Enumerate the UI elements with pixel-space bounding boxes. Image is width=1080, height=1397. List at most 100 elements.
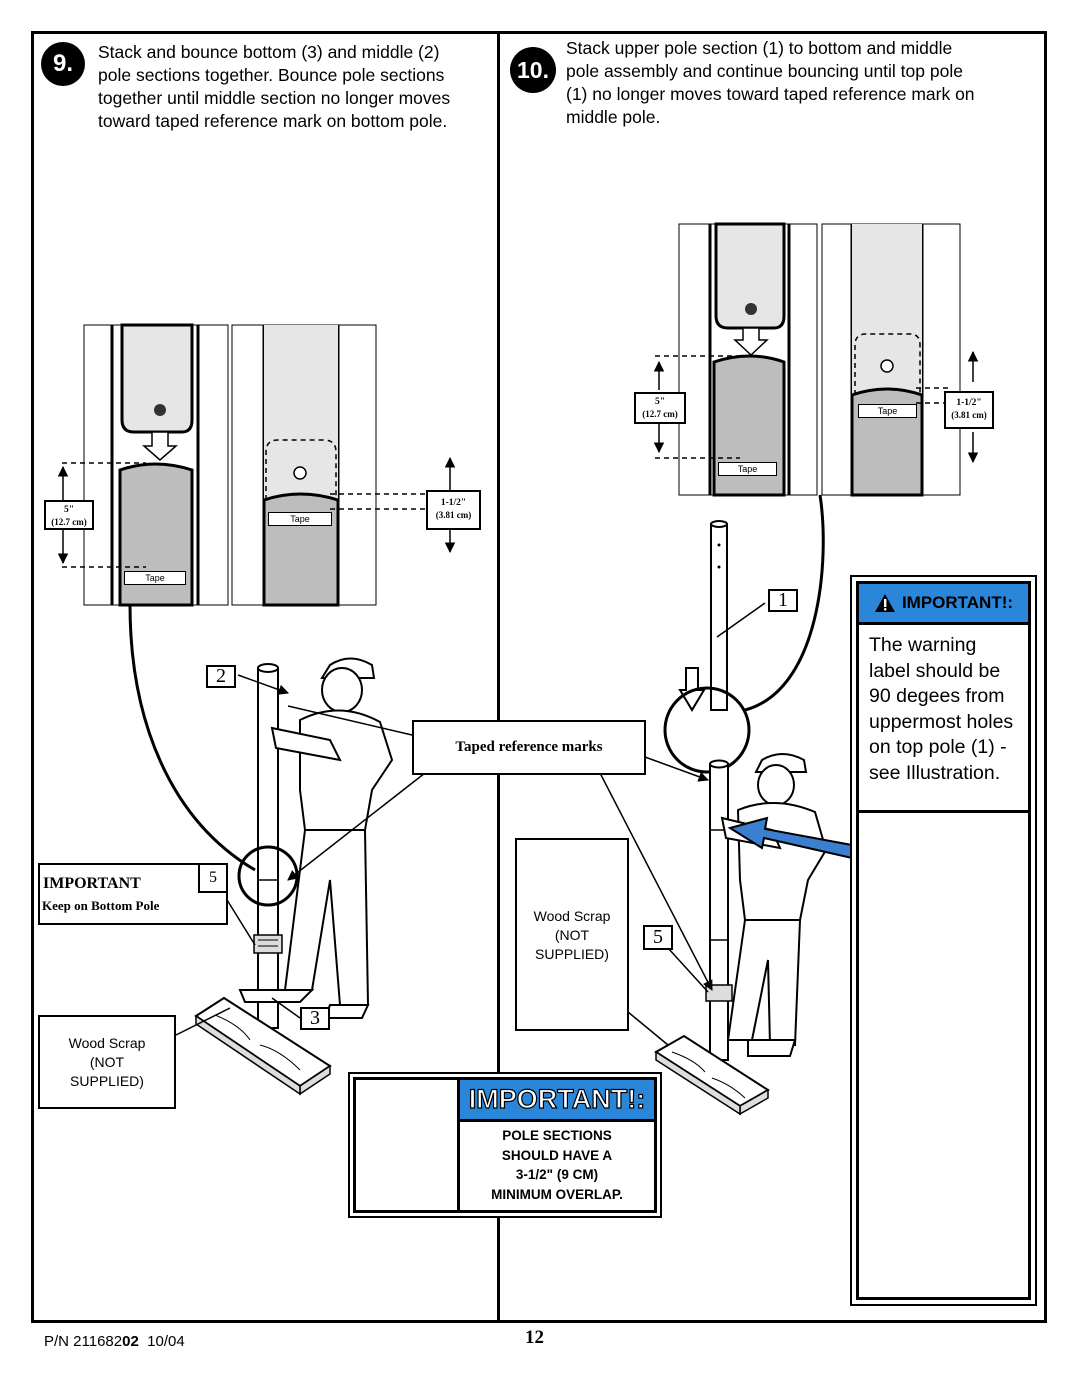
callout-3-label: 3 — [310, 1007, 320, 1029]
step-10-measure-overlap: 1-1/2" (3.81 cm) — [944, 391, 994, 429]
step-10-top-pole — [678, 520, 728, 712]
step-10-line: Stack upper pole section (1) to bottom a… — [566, 38, 953, 58]
step-10-measure-5in: 5" (12.7 cm) — [634, 392, 686, 424]
part-number-prefix: P/N 211682 — [44, 1333, 123, 1350]
step-9-line: together until middle section no longer … — [98, 88, 451, 108]
warning-panel-text: The warning label should be 90 degees fr… — [869, 633, 1013, 786]
blue-pointer-arrow — [727, 816, 853, 860]
step-10-detail-right — [821, 223, 979, 497]
warning-panel: IMPORTANT!: The warning label should be … — [850, 575, 1037, 1306]
warning-line: uppermost holes — [869, 710, 1014, 733]
measure-inches: 5" — [63, 505, 75, 515]
measure-inches: 5" — [654, 397, 666, 407]
warning-line: label should be — [869, 659, 1001, 682]
step-10-number: 10. — [517, 56, 549, 83]
taped-reference-text: Taped reference marks — [455, 739, 603, 755]
step-9-tape-right: Tape — [268, 512, 332, 526]
page-number: 12 — [525, 1327, 544, 1348]
measure-inches: 1-1/2" — [440, 498, 467, 508]
warning-panel-header: IMPORTANT!: — [859, 584, 1028, 625]
part-number: P/N 21168202 10/04 — [44, 1333, 185, 1350]
tape-label: Tape — [737, 464, 758, 474]
callout-2-label: 2 — [216, 665, 226, 687]
measure-inches: 1-1/2" — [956, 398, 982, 408]
warning-panel-title: IMPORTANT!: — [901, 593, 1014, 612]
step-10-instructions: Stack upper pole section (1) to bottom a… — [566, 37, 1041, 129]
important-box-number-label: 5 — [209, 869, 217, 886]
warning-panel-separator — [859, 810, 1028, 813]
step-10-zoom-circle — [663, 686, 751, 774]
banner-line: SHOULD HAVE A — [501, 1147, 613, 1163]
step-9-instructions: Stack and bounce bottom (3) and middle (… — [98, 41, 498, 133]
important-banner-header: IMPORTANT!: — [460, 1080, 654, 1122]
measure-cm: (3.81 cm) — [951, 410, 987, 420]
callout-2: 2 — [206, 665, 236, 688]
wood-scrap-line: (NOT — [554, 927, 590, 943]
important-banner-title: IMPORTANT!: — [468, 1083, 646, 1114]
step-10-person — [720, 753, 828, 1057]
step-10-line: pole assembly and continue bouncing unti… — [566, 61, 963, 81]
wood-scrap-line: SUPPLIED) — [535, 946, 609, 962]
page-frame — [31, 31, 1047, 1323]
banner-line: 3-1/2" (9 CM) — [515, 1167, 599, 1182]
wood-scrap-line: SUPPLIED) — [70, 1073, 144, 1089]
step-10-badge: 10. — [510, 47, 556, 93]
step-9-wood-plank — [194, 996, 332, 1096]
step-10-line: (1) no longer moves toward taped referen… — [566, 84, 975, 104]
wood-scrap-line: Wood Scrap — [533, 908, 611, 924]
callout-3: 3 — [300, 1007, 330, 1030]
wood-scrap-line: Wood Scrap — [68, 1035, 146, 1051]
step-9-person — [238, 657, 394, 1019]
step-9-tape-left: Tape — [124, 571, 186, 585]
step-10-lower-pole — [705, 759, 733, 1061]
step-10-tape-right: Tape — [858, 404, 917, 418]
important-banner: IMPORTANT!: POLE SECTIONS SHOULD HAVE A … — [348, 1072, 662, 1218]
taped-reference-label: Taped reference marks — [412, 720, 646, 775]
warning-line: see Illustration. — [869, 761, 1001, 784]
warning-triangle-icon — [874, 594, 895, 612]
callout-5: 5 — [643, 925, 673, 950]
step-9-measure-overlap: 1-1/2" (3.81 cm) — [426, 490, 481, 530]
tape-label: Tape — [145, 573, 165, 583]
callout-1: 1 — [768, 589, 798, 612]
step-9-number: 9. — [52, 50, 73, 77]
tape-label: Tape — [290, 514, 310, 524]
step-9-detail-left — [57, 323, 229, 607]
step-10-wood-plank — [654, 1034, 770, 1116]
step-10-detail-left — [653, 222, 818, 497]
step-9-line: Stack and bounce bottom (3) and middle (… — [98, 42, 440, 62]
banner-line: MINIMUM OVERLAP. — [491, 1186, 623, 1202]
part-number-date: 10/04 — [147, 1333, 185, 1350]
warning-panel-inner — [856, 581, 1031, 1300]
step-9-badge: 9. — [41, 42, 85, 86]
step-9-line: pole sections together. Bounce pole sect… — [98, 65, 445, 85]
step-10-tape-left: Tape — [718, 462, 777, 476]
warning-line: on top pole (1) - — [869, 736, 1007, 758]
warning-line: The warning — [869, 634, 977, 656]
measure-cm: (12.7 cm) — [51, 517, 87, 527]
tape-label: Tape — [877, 406, 898, 416]
callout-1-label: 1 — [778, 589, 788, 611]
step-9-wood-scrap-box: Wood Scrap (NOT SUPPLIED) — [38, 1015, 176, 1109]
important-banner-inner — [353, 1077, 657, 1213]
step-9-detail-right — [231, 324, 456, 607]
warning-line: 90 degees from — [869, 685, 1005, 707]
important-banner-divider — [457, 1077, 460, 1213]
callout-5-label: 5 — [653, 926, 663, 948]
part-number-suffix: 02 — [122, 1333, 139, 1350]
important-keep-bottom-box: IMPORTANT 5 Keep on Bottom Pole — [38, 863, 228, 925]
measure-cm: (12.7 cm) — [642, 409, 678, 419]
step-10-wood-scrap-box: Wood Scrap (NOT SUPPLIED) — [515, 838, 629, 1031]
measure-cm: (3.81 cm) — [435, 510, 472, 520]
step-10-line: middle pole. — [566, 107, 661, 127]
step-9-measure-5in: 5" (12.7 cm) — [44, 500, 94, 530]
wood-scrap-line: (NOT — [89, 1054, 125, 1070]
important-box-title: IMPORTANT — [43, 875, 141, 892]
important-banner-text: POLE SECTIONS SHOULD HAVE A 3-1/2" (9 CM… — [460, 1126, 654, 1204]
column-divider — [497, 31, 500, 1323]
important-box-number: 5 — [198, 865, 226, 893]
important-box-text: Keep on Bottom Pole — [42, 898, 160, 913]
step-9-line: toward taped reference mark on bottom po… — [98, 111, 448, 131]
banner-line: POLE SECTIONS — [502, 1128, 612, 1143]
step-9-pole — [237, 663, 299, 1029]
